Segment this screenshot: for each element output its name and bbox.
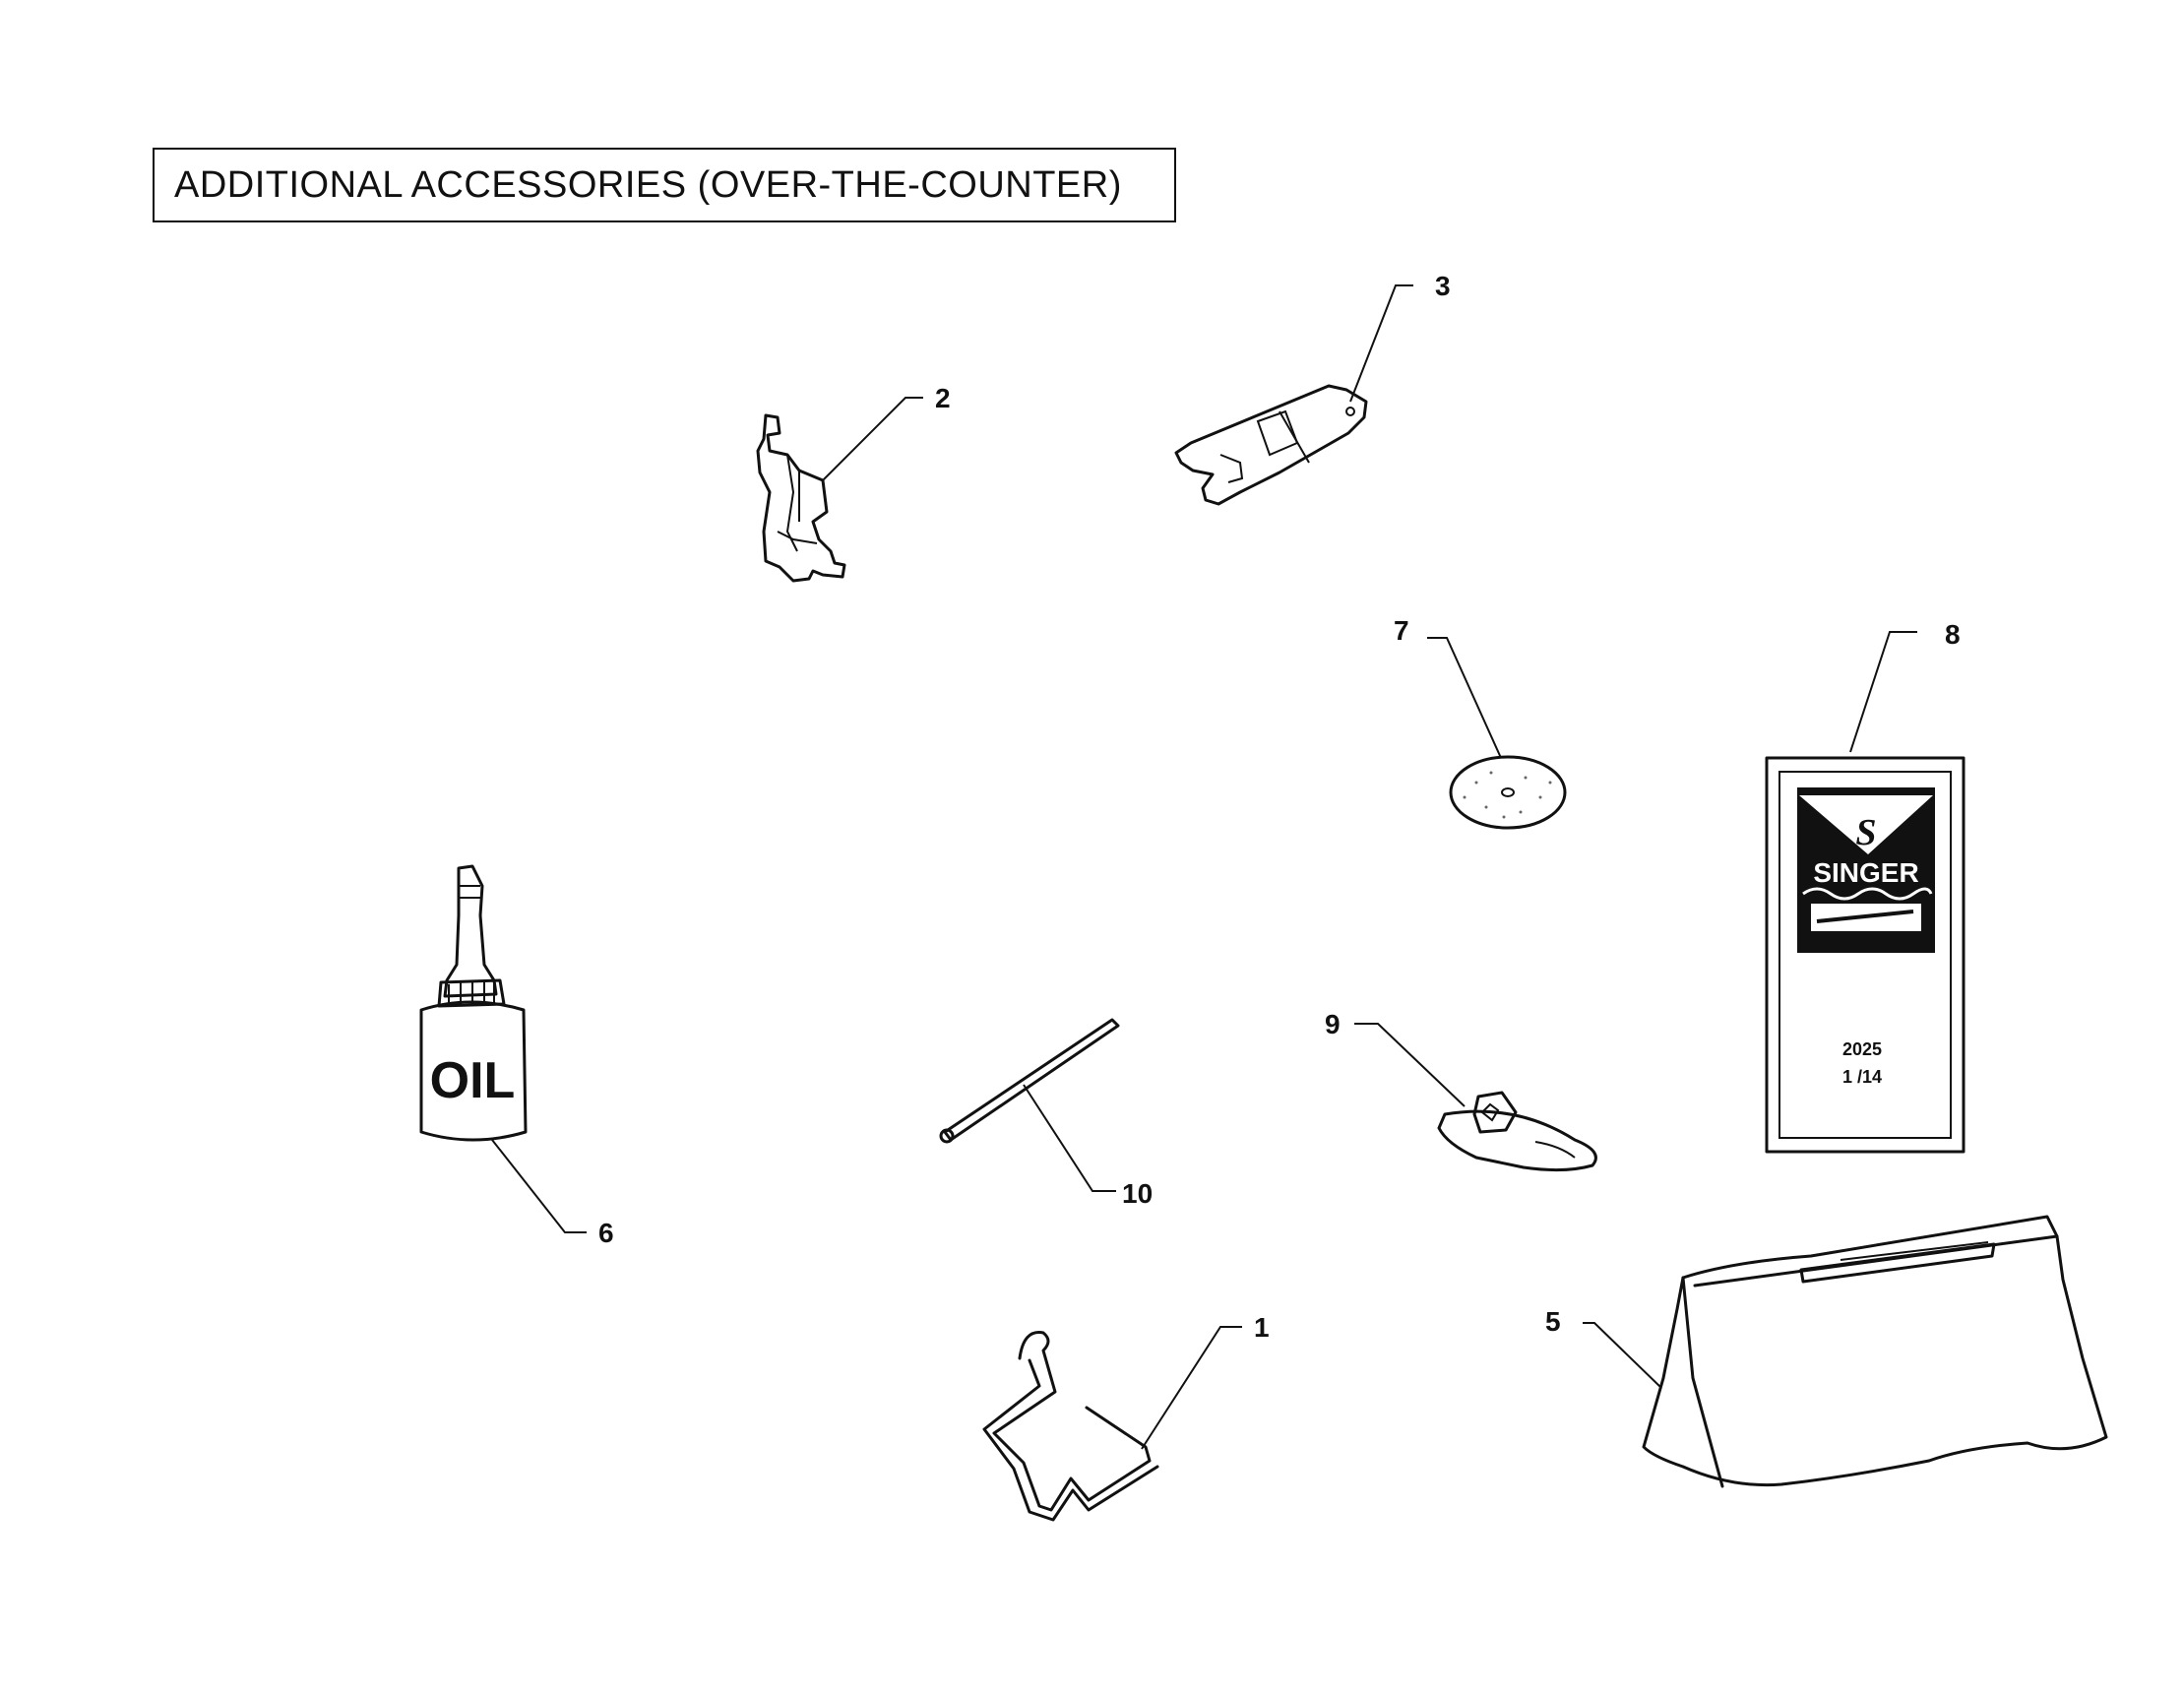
callout-1: 1 [1254,1312,1270,1343]
callout-7: 7 [1394,615,1409,646]
leader-line-1 [1141,1326,1242,1450]
callout-10: 10 [1122,1178,1153,1209]
leader-line-7 [1427,637,1502,759]
callout-8: 8 [1945,619,1961,650]
needle-pack-logo: S [1855,812,1876,853]
presser-foot-shank-icon [756,413,846,583]
needle-pack-brand: SINGER [1813,857,1918,888]
zipper-foot-icon [1437,1091,1597,1172]
leader-line-8 [1849,631,1917,753]
needle-pack-size: 1 /14 [1842,1067,1882,1087]
needle-plate-icon [1174,384,1368,506]
leader-line-3 [1349,284,1413,403]
leader-line-10 [1023,1084,1116,1192]
leader-line-9 [1354,1023,1466,1107]
callout-5: 5 [1545,1306,1561,1337]
thread-guide-wire-icon [982,1331,1159,1522]
callout-3: 3 [1435,271,1451,301]
needle-pack-icon: S SINGER 2025 1 /14 [1765,756,1966,1154]
callout-9: 9 [1325,1009,1341,1039]
leader-line-2 [822,397,923,481]
oil-bottle-icon: OIL [419,864,528,1142]
spool-pin-icon [939,1018,1120,1144]
callout-6: 6 [598,1218,614,1248]
callout-2: 2 [935,383,951,413]
page-title: ADDITIONAL ACCESSORIES (OVER-THE-COUNTER… [153,148,1176,222]
leader-line-5 [1583,1322,1662,1389]
machine-cover-icon [1642,1215,2108,1488]
leader-line-6 [491,1139,587,1233]
oil-bottle-label: OIL [430,1052,516,1109]
spool-felt-disc-icon [1449,755,1567,830]
needle-pack-model: 2025 [1842,1039,1882,1059]
